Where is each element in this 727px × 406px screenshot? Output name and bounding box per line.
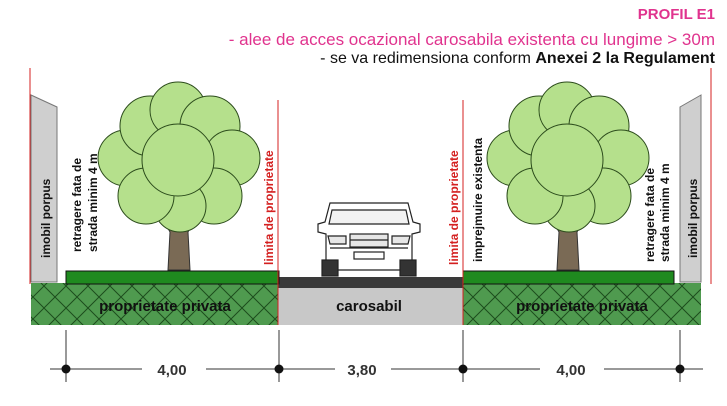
building-left bbox=[30, 94, 58, 283]
dimension-left: 4,00 bbox=[157, 362, 186, 379]
dimension-node-3 bbox=[458, 364, 468, 374]
label-imprejmuire: imprejmuire existenta bbox=[471, 138, 485, 262]
label-limita-left: limita de proprietate bbox=[262, 150, 276, 265]
ground-label-left: proprietate privata bbox=[99, 298, 231, 315]
hatch-left bbox=[31, 283, 278, 325]
label-retragere-left-2: strada minim 4 m bbox=[86, 153, 100, 252]
label-imobil-right: imobil porpus bbox=[686, 178, 700, 258]
hatch-right bbox=[463, 283, 701, 325]
ground-label-right: proprietate privata bbox=[516, 298, 648, 315]
tree-left bbox=[97, 81, 261, 271]
profile-note-2-prefix: - se va redimensiona conform bbox=[320, 50, 536, 67]
label-retragere-right-2: strada minim 4 m bbox=[658, 163, 672, 262]
label-limita-right: limita de proprietate bbox=[447, 150, 461, 265]
ground-label-carosabil: carosabil bbox=[336, 298, 402, 315]
profile-title: PROFIL E1 bbox=[637, 6, 715, 23]
profile-note-2-bold: Anexei 2 la Regulament bbox=[535, 50, 715, 67]
grass-left bbox=[65, 270, 280, 285]
dimension-right: 4,00 bbox=[556, 362, 585, 379]
building-right bbox=[679, 94, 702, 283]
dimension-node-4 bbox=[675, 364, 685, 374]
profile-note-1: - alee de acces ocazional carosabila exi… bbox=[228, 30, 715, 49]
profile-note-2: - se va redimensiona conform Anexei 2 la… bbox=[320, 50, 715, 68]
label-retragere-right-1: retragere fata de bbox=[643, 168, 657, 262]
dimension-node-2 bbox=[274, 364, 284, 374]
label-imobil-left: imobil porpus bbox=[39, 178, 53, 258]
car-front-view bbox=[317, 202, 421, 277]
tree-right bbox=[486, 81, 650, 271]
road-band bbox=[278, 288, 463, 325]
road-surface bbox=[278, 277, 463, 288]
dimension-node-1 bbox=[61, 364, 71, 374]
dimension-middle: 3,80 bbox=[347, 362, 376, 379]
grass-right bbox=[462, 270, 675, 285]
label-retragere-left-1: retragere fata de bbox=[70, 158, 84, 252]
